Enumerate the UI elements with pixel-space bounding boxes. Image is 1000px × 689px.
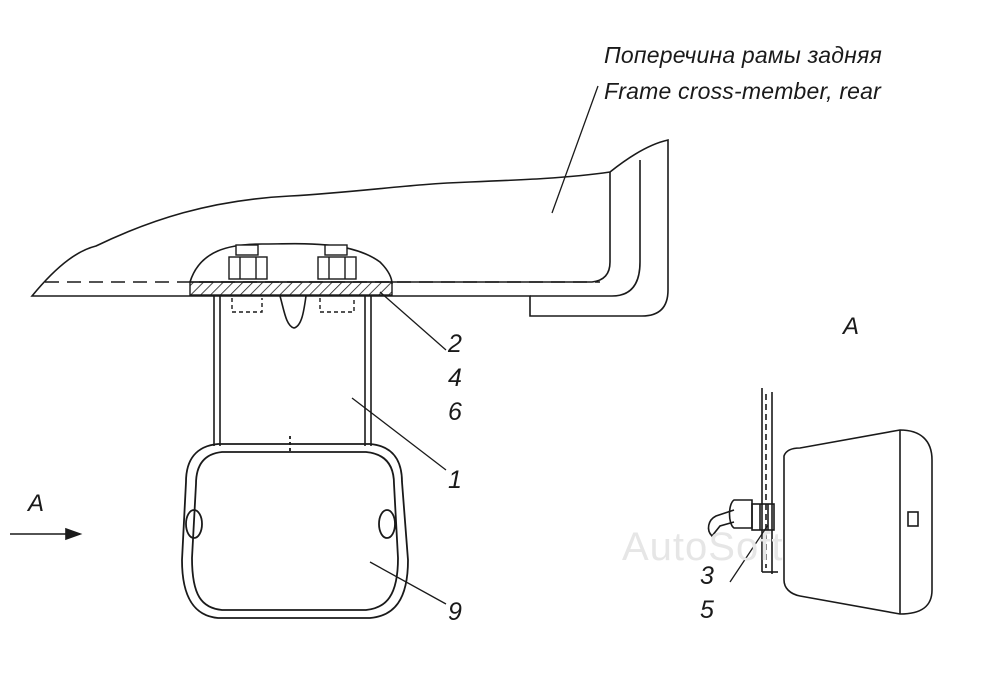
title-english: Frame cross-member, rear <box>604 78 882 104</box>
frame-cross-member <box>30 139 669 317</box>
bolt-right <box>317 244 357 313</box>
callout-1: 1 <box>448 466 462 494</box>
arrow-label: A <box>28 490 45 517</box>
callout-2: 2 <box>448 330 462 358</box>
callout-4: 4 <box>448 364 462 392</box>
callout-6: 6 <box>448 398 462 426</box>
title-russian: Поперечина рамы задняя <box>604 42 882 68</box>
callout-5: 5 <box>700 596 714 624</box>
bracket <box>213 295 372 446</box>
view-arrow <box>10 527 83 541</box>
view-a-detail <box>707 388 933 615</box>
bolt-left <box>228 244 268 313</box>
view-a-label: A <box>843 313 860 340</box>
watermark: AutoSoft <box>622 525 784 569</box>
reflector-lamp <box>181 436 409 619</box>
callout-3: 3 <box>700 562 714 590</box>
mounting-plate <box>189 281 393 296</box>
callout-9: 9 <box>448 598 462 626</box>
